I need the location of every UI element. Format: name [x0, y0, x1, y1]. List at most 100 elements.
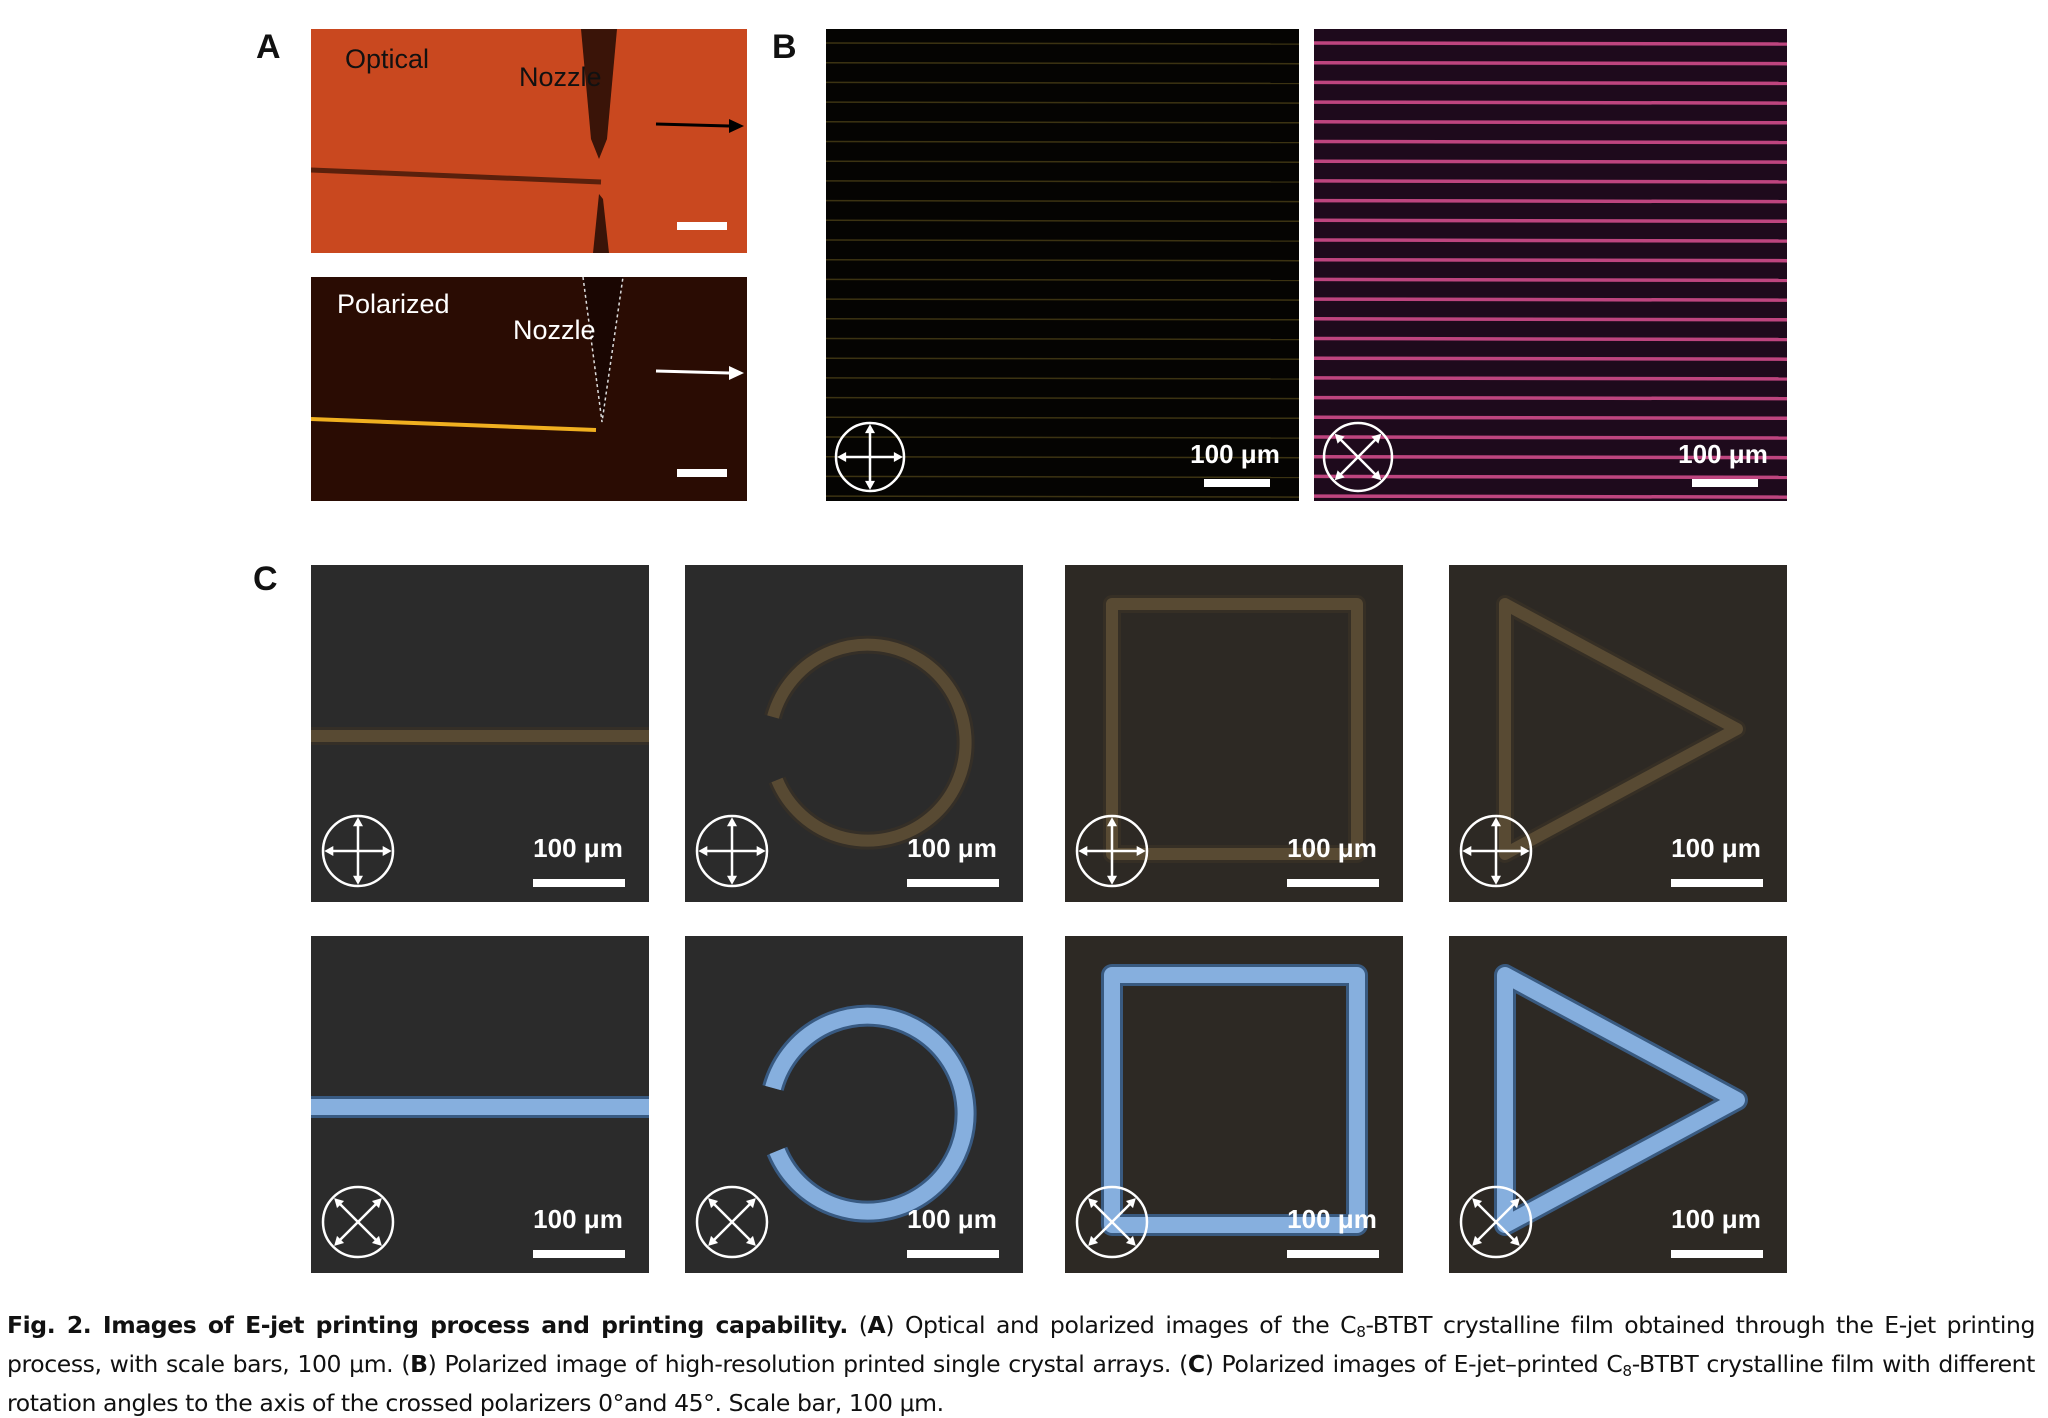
- scale-bar-label: 100 μm: [1287, 833, 1377, 863]
- cross-0deg-icon: [695, 814, 769, 888]
- panel-label-c: C: [253, 560, 278, 598]
- polarized-label: Polarized: [337, 289, 450, 319]
- printed-square: [1101, 964, 1368, 1236]
- arrow-head: [729, 366, 744, 380]
- cross-0deg-icon: [1459, 814, 1533, 888]
- crystal-line: [1314, 277, 1787, 283]
- printed-line: [311, 167, 602, 185]
- scale-bar-label: 100 μm: [1671, 1204, 1761, 1234]
- crystal-line: [826, 475, 1299, 479]
- panel-b-45deg-image: 100 μm: [1314, 29, 1787, 501]
- crystal-line: [1314, 179, 1787, 184]
- panel-c-square-45deg: 100 μm: [1065, 936, 1403, 1273]
- crystal-line: [1314, 435, 1787, 440]
- crystal-line: [1314, 120, 1787, 125]
- crystal-line: [826, 61, 1299, 65]
- crystal-line: [826, 318, 1299, 321]
- crystal-line: [1314, 395, 1787, 401]
- crystal-line: [826, 140, 1299, 144]
- crystal-array-micrograph: [826, 42, 1299, 498]
- scale-bar: [1287, 1250, 1379, 1258]
- figure-caption: Fig. 2. Images of E-jet printing process…: [7, 1311, 2036, 1417]
- caption-text: ) Polarized images of E-jet–printed C: [1204, 1350, 1623, 1378]
- cross-45deg-icon: [1322, 421, 1394, 493]
- crystal-line: [826, 160, 1299, 163]
- crystal-line: [826, 278, 1299, 282]
- printed-square: [1106, 598, 1363, 860]
- scale-bar-label: 100 μm: [533, 833, 623, 863]
- crystal-line: [826, 416, 1299, 420]
- crystal-line: [1314, 198, 1787, 204]
- shape-micrograph: [1075, 595, 1366, 888]
- polarized-micrograph: [311, 277, 744, 432]
- crystal-line: [826, 258, 1299, 262]
- crystal-line: [826, 396, 1299, 400]
- cross-0deg-icon: [834, 421, 906, 493]
- printed-triangle: [1497, 967, 1745, 1233]
- printed-crystal-line: [311, 417, 597, 432]
- nozzle-shadow: [593, 194, 609, 253]
- panel-c-circle-45deg: 100 μm: [685, 936, 1023, 1273]
- scale-bar: [1287, 879, 1379, 887]
- panel-label-a: A: [256, 28, 281, 66]
- scale-bar-label: 100 μm: [1190, 439, 1280, 469]
- printed-triangle: [1496, 595, 1746, 863]
- scale-bar: [533, 1250, 625, 1258]
- cross-0deg-icon: [321, 814, 395, 888]
- scale-bar-label: 100 μm: [533, 1204, 623, 1234]
- direction-arrow: [655, 369, 730, 375]
- printed-circle: [767, 638, 972, 847]
- crystal-line: [826, 298, 1299, 301]
- crystal-line: [826, 436, 1299, 439]
- crystal-array-micrograph: [1314, 41, 1787, 499]
- scale-bar: [1204, 479, 1270, 487]
- nozzle-shape: [581, 29, 617, 159]
- scale-bar: [1671, 1250, 1763, 1258]
- nozzle-label: Nozzle: [519, 62, 602, 92]
- caption-subscript: 8: [1356, 1322, 1366, 1341]
- crystal-line: [1314, 218, 1787, 224]
- crystal-line: [1314, 80, 1787, 86]
- crystal-line: [826, 180, 1299, 183]
- nozzle-outline: [582, 277, 624, 423]
- scale-bar: [1671, 879, 1763, 887]
- printed-square: [1104, 967, 1365, 1233]
- caption-text: Optical and polarized images of the C: [894, 1311, 1357, 1339]
- crystal-line: [1314, 474, 1787, 480]
- scale-bar: [1692, 479, 1758, 487]
- scale-bar-label: 100 μm: [1671, 833, 1761, 863]
- crystal-line: [826, 199, 1299, 203]
- scale-bar-label: 100 μm: [1678, 439, 1768, 469]
- crystal-line: [1314, 317, 1787, 322]
- panel-c-line-45deg: 100 μm: [311, 936, 649, 1273]
- shape-micrograph: [1459, 964, 1748, 1259]
- panel-c-circle-0deg: 100 μm: [685, 565, 1023, 902]
- optical-micrograph: [311, 29, 744, 253]
- shape-micrograph: [1459, 595, 1746, 888]
- crystal-line: [826, 81, 1299, 85]
- panel-c-triangle-45deg: 100 μm: [1449, 936, 1787, 1273]
- scale-bar: [677, 222, 727, 230]
- scale-bar: [907, 879, 999, 887]
- crystal-line: [826, 377, 1299, 380]
- scale-bar: [907, 1250, 999, 1258]
- cross-45deg-icon: [321, 1185, 395, 1259]
- cross-45deg-icon: [1459, 1185, 1533, 1259]
- cross-45deg-icon: [1075, 1185, 1149, 1259]
- crystal-line: [1314, 159, 1787, 164]
- panel-c-square-0deg: 100 μm: [1065, 565, 1403, 902]
- crystal-line: [826, 42, 1299, 45]
- optical-label: Optical: [345, 44, 430, 74]
- scale-bar: [533, 879, 625, 887]
- crystal-line: [826, 239, 1299, 242]
- crystal-line: [1314, 376, 1787, 381]
- shape-micrograph: [1075, 964, 1368, 1259]
- cross-45deg-icon: [695, 1185, 769, 1259]
- crystal-line: [1314, 356, 1787, 361]
- printed-circle: [765, 1007, 974, 1220]
- printed-triangle: [1499, 598, 1743, 860]
- crystal-line: [1314, 257, 1787, 263]
- crystal-line: [826, 357, 1299, 360]
- panel-b-0deg-image: 100 μm: [826, 29, 1299, 501]
